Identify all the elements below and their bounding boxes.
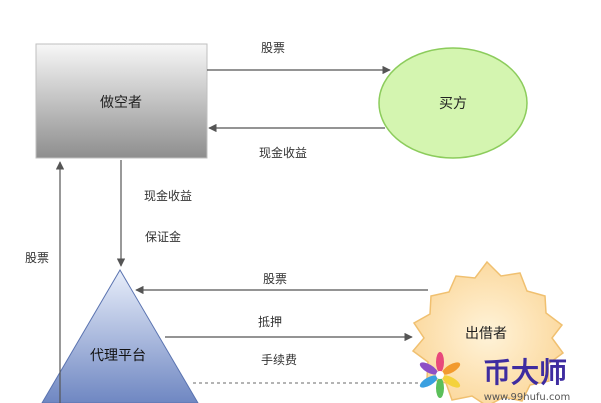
edge-label-platform-to-seller: 股票: [25, 251, 49, 265]
short-seller-node: 做空者: [35, 43, 208, 159]
edge-label-seller-to-platform-2: 保证金: [145, 229, 181, 244]
edge-label-platform-to-lender-collateral: 抵押: [258, 315, 282, 329]
agent-platform-node: 代理平台: [41, 269, 199, 403]
edge-label-platform-to-lender-fee: 手续费: [261, 353, 297, 367]
brand-name: 币大师: [483, 356, 567, 389]
brand-watermark: 币大师 www.99hufu.com: [419, 352, 571, 403]
lender-label: 出借者: [465, 326, 507, 342]
edge-label-buyer-to-seller: 现金收益: [259, 145, 307, 160]
brand-url: www.99hufu.com: [484, 392, 571, 403]
edge-label-seller-to-platform-1: 现金收益: [144, 188, 192, 203]
short-seller-label: 做空者: [100, 95, 142, 111]
buyer-label: 买方: [439, 96, 467, 112]
buyer-node: 买方: [378, 47, 528, 159]
edge-label-lender-to-platform: 股票: [263, 272, 287, 286]
flower-logo-icon: [419, 352, 461, 398]
edge-label-seller-to-buyer: 股票: [261, 41, 285, 55]
agent-platform-label: 代理平台: [90, 348, 146, 364]
